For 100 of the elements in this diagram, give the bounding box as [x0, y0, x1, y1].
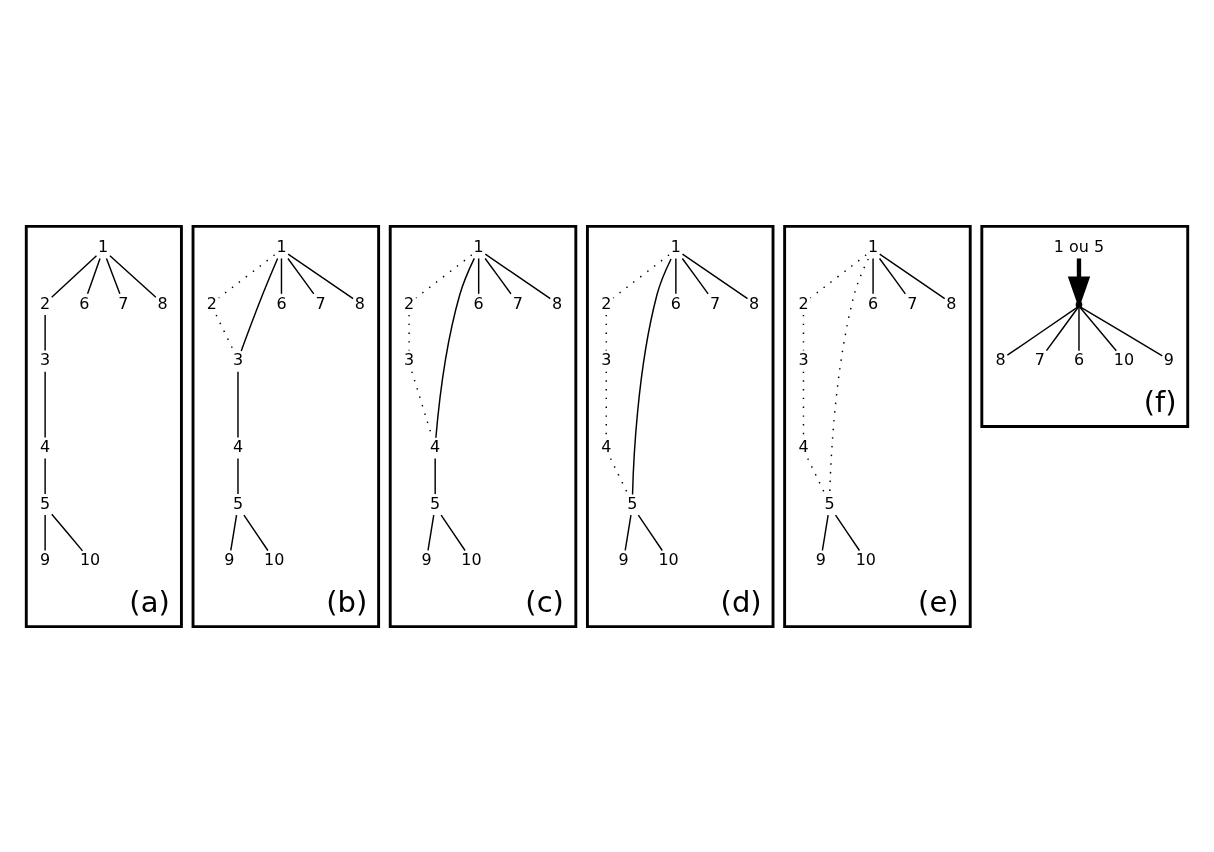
node-text: 5 — [232, 493, 244, 513]
node-text: 10 — [658, 549, 679, 569]
connector — [624, 513, 632, 551]
node-text: 7 — [315, 293, 326, 313]
connector — [1079, 305, 1163, 357]
connector — [230, 513, 238, 551]
connector — [44, 457, 46, 495]
connector — [51, 512, 84, 552]
node-text: 5 — [824, 493, 835, 513]
connector — [440, 513, 466, 551]
node-text: 7 — [709, 293, 721, 313]
node-text: 4 — [232, 436, 244, 456]
node-text: 1 — [473, 236, 484, 256]
connector — [484, 252, 552, 299]
node-text: 1 — [670, 236, 681, 256]
connector — [44, 370, 46, 438]
node-text: 2 — [40, 293, 51, 313]
node-text: 9 — [224, 549, 235, 569]
node-text: 5 — [40, 493, 51, 513]
connector — [50, 254, 98, 298]
node-text: 8 — [157, 293, 168, 313]
node-text: 1 — [98, 236, 109, 256]
node-text: 6 — [1073, 349, 1085, 369]
connector — [879, 252, 946, 299]
node-text: 6 — [79, 293, 90, 313]
node-text: 8 — [551, 293, 563, 313]
connector — [681, 252, 749, 299]
connector — [44, 313, 46, 351]
node-text: 7 — [907, 293, 918, 313]
connector — [631, 257, 672, 495]
node-text: 8 — [354, 293, 365, 313]
node-text: 2 — [404, 293, 415, 313]
connector — [675, 257, 677, 295]
node-text: 6 — [670, 293, 681, 313]
node-text: 9 — [40, 549, 51, 569]
node-text: 2 — [798, 293, 809, 313]
node-text: 4 — [798, 436, 809, 456]
connector — [415, 253, 473, 299]
connector — [1045, 306, 1079, 351]
connector — [434, 457, 436, 495]
connector — [280, 257, 283, 295]
node-text: 3 — [798, 349, 809, 369]
connector — [612, 253, 670, 299]
node-text: 3 — [404, 349, 415, 369]
connector — [109, 254, 157, 298]
node-text: 4 — [601, 436, 612, 456]
connector — [240, 257, 279, 352]
connector — [287, 257, 315, 295]
connector — [435, 257, 475, 438]
connector — [218, 253, 276, 299]
node-text: 8 — [946, 293, 957, 313]
node-text: 6 — [276, 293, 287, 313]
node-text: 7 — [1034, 349, 1045, 369]
connector — [105, 257, 121, 295]
node-text: 1 — [276, 236, 287, 256]
connector — [872, 257, 874, 295]
node-text: 6 — [868, 293, 879, 313]
node-text: 4 — [40, 436, 51, 456]
connector — [86, 257, 101, 295]
connector — [237, 457, 239, 495]
connector — [1079, 306, 1117, 351]
connector — [681, 257, 709, 295]
connector — [834, 513, 861, 551]
node-text: 1 ou 5 — [1053, 236, 1105, 256]
connector — [1006, 305, 1079, 356]
connector — [821, 513, 829, 551]
node-text: 7 — [118, 293, 129, 313]
connector — [215, 313, 235, 351]
node-text: 8 — [995, 349, 1006, 369]
node-text: 9 — [1163, 349, 1174, 369]
node-text: 3 — [40, 349, 51, 369]
node-text: 9 — [421, 549, 432, 569]
connector — [243, 513, 269, 551]
node-text: 10 — [1113, 349, 1135, 369]
node-text: 5 — [627, 493, 638, 513]
node-text: 9 — [815, 549, 826, 569]
node-text: 10 — [461, 549, 482, 569]
node-text: 4 — [430, 436, 441, 456]
node-text: 8 — [749, 293, 760, 313]
node-text: 5 — [430, 493, 441, 513]
connector — [484, 257, 512, 295]
node-text: 3 — [232, 349, 244, 369]
node-text: 10 — [855, 549, 876, 569]
connector — [637, 513, 663, 551]
node-text: 9 — [618, 549, 629, 569]
node-text: 2 — [601, 293, 612, 313]
connector — [427, 513, 435, 551]
connector — [477, 257, 480, 295]
node-text: 3 — [601, 349, 612, 369]
connector — [287, 252, 354, 299]
node-text: 6 — [473, 293, 484, 313]
node-text: 7 — [512, 293, 523, 313]
connector — [237, 370, 239, 438]
connector — [1078, 306, 1080, 351]
node-text: 10 — [79, 549, 101, 569]
node-text: 2 — [206, 293, 217, 313]
node-text: 1 — [868, 236, 879, 256]
connector — [44, 513, 46, 551]
node-text: 10 — [264, 549, 285, 569]
connector — [878, 257, 907, 295]
